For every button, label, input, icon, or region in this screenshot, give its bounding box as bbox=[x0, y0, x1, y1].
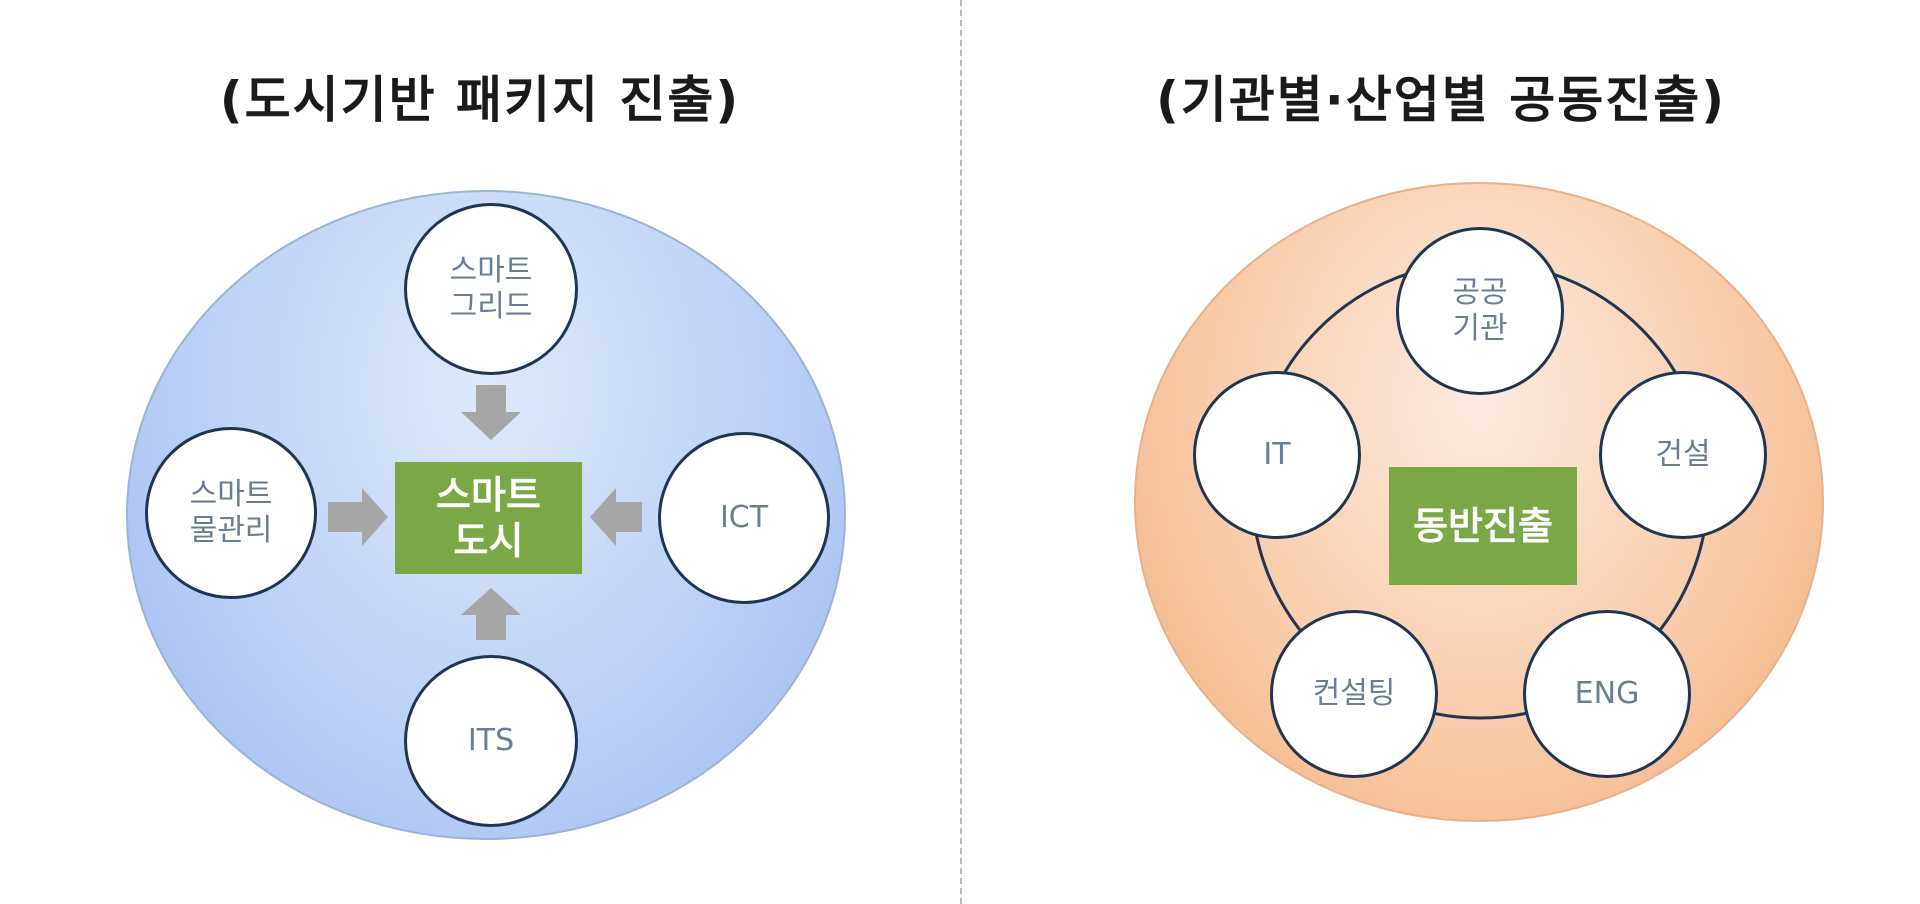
node-public-agency: 공공 기관 bbox=[1396, 227, 1564, 395]
node-eng: ENG bbox=[1523, 610, 1691, 778]
node-smart-grid: 스마트 그리드 bbox=[404, 203, 578, 375]
node-its: ITS bbox=[404, 655, 578, 827]
right-panel: (기관별·산업별 공동진출) 공공 기관 건설 ENG 컨설팅 IT 동반진출 bbox=[962, 0, 1920, 904]
center-box-joint-entry: 동반진출 bbox=[1389, 467, 1577, 585]
arrow-up-icon bbox=[461, 588, 521, 640]
right-title: (기관별·산업별 공동진출) bbox=[1155, 71, 1727, 129]
arrow-left-icon bbox=[590, 488, 642, 546]
center-box-smart-city: 스마트 도시 bbox=[395, 462, 582, 574]
left-arrows bbox=[328, 385, 642, 640]
arrow-right-icon bbox=[328, 488, 388, 546]
node-smart-water: 스마트 물관리 bbox=[145, 427, 317, 599]
left-panel: (도시기반 패키지 진출) 스마트 그리드 스마트 물관리 ICT ITS 스마… bbox=[126, 71, 846, 840]
left-title: (도시기반 패키지 진출) bbox=[219, 71, 741, 129]
node-it: IT bbox=[1193, 371, 1361, 539]
panel-divider bbox=[960, 0, 962, 904]
node-consulting: 컨설팅 bbox=[1270, 610, 1438, 778]
right-ring bbox=[1250, 260, 1710, 720]
arrow-down-icon bbox=[461, 385, 521, 440]
node-ict: ICT bbox=[658, 432, 830, 604]
node-construction: 건설 bbox=[1599, 371, 1767, 539]
